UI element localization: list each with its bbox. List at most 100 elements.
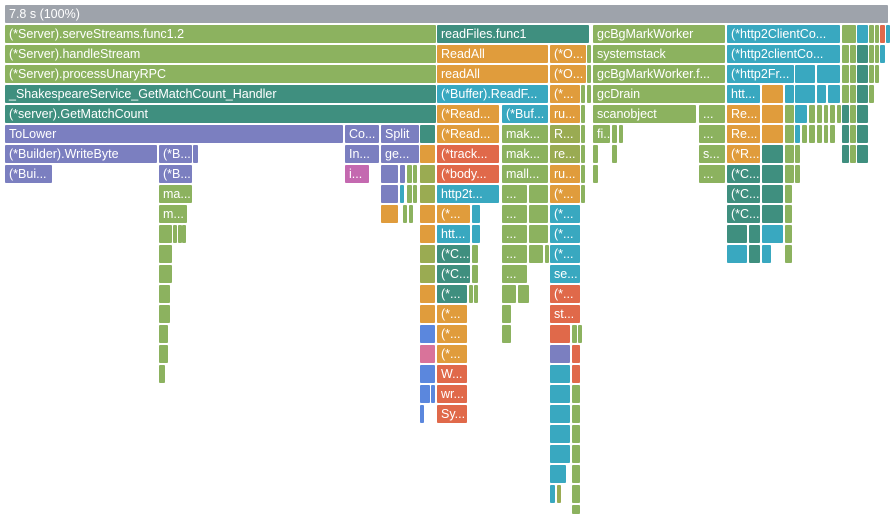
flame-frame[interactable]: (*... (437, 205, 470, 223)
flame-frame[interactable] (578, 325, 582, 343)
flame-frame[interactable] (472, 245, 478, 263)
flame-frame[interactable] (842, 65, 849, 83)
flame-frame[interactable]: ... (502, 225, 527, 243)
flame-frame[interactable]: (*Read... (437, 105, 499, 123)
flame-frame[interactable] (857, 45, 868, 63)
flame-frame[interactable]: (*Bui... (5, 165, 52, 183)
flame-frame[interactable] (472, 205, 480, 223)
flame-frame[interactable] (612, 125, 617, 143)
flame-frame[interactable]: i... (345, 165, 369, 183)
flame-frame[interactable] (469, 285, 473, 303)
flame-frame[interactable] (403, 205, 407, 223)
flame-frame[interactable] (795, 125, 800, 143)
flame-frame[interactable]: Re... (727, 105, 760, 123)
flame-frame[interactable] (880, 25, 885, 43)
flame-frame[interactable] (817, 85, 826, 103)
flame-frame[interactable] (875, 65, 879, 83)
flame-frame[interactable] (842, 145, 849, 163)
flame-frame[interactable] (572, 345, 580, 363)
flame-frame[interactable]: gcBgMarkWorker.f... (593, 65, 725, 83)
flame-frame[interactable] (830, 105, 835, 123)
flame-frame[interactable] (545, 245, 549, 263)
flame-frame[interactable] (182, 225, 186, 243)
flame-frame[interactable]: (*C... (727, 185, 760, 203)
flame-frame[interactable] (431, 385, 435, 403)
flame-frame[interactable] (587, 65, 591, 83)
flame-frame[interactable] (550, 465, 566, 483)
flame-frame[interactable]: (*C... (437, 265, 470, 283)
flame-frame[interactable] (381, 205, 398, 223)
flame-frame[interactable] (587, 45, 591, 63)
flame-frame[interactable]: (*O... (550, 45, 586, 63)
flame-frame[interactable]: _ShakespeareService_GetMatchCount_Handle… (5, 85, 436, 103)
flame-frame[interactable] (869, 65, 874, 83)
flame-frame[interactable]: Sy... (437, 405, 467, 423)
flame-frame[interactable] (875, 45, 879, 63)
flame-frame[interactable]: st... (550, 305, 580, 323)
flame-frame[interactable] (550, 345, 570, 363)
flame-frame[interactable] (869, 25, 874, 43)
flame-frame[interactable] (502, 285, 516, 303)
flame-frame[interactable] (830, 125, 835, 143)
flame-frame[interactable] (420, 165, 435, 183)
flame-frame[interactable] (795, 165, 800, 183)
flame-frame[interactable]: ToLower (5, 125, 343, 143)
flame-frame[interactable] (572, 425, 580, 443)
flame-frame[interactable]: wr... (437, 385, 467, 403)
flame-frame[interactable] (581, 105, 585, 123)
flame-frame[interactable] (875, 25, 879, 43)
flame-frame[interactable]: (*Buffer).ReadF... (437, 85, 548, 103)
flame-frame[interactable]: ge... (381, 145, 419, 163)
flame-frame[interactable] (572, 485, 580, 503)
flame-frame[interactable]: ... (502, 245, 527, 263)
flame-frame[interactable]: m... (159, 205, 187, 223)
flame-frame[interactable]: (*Server).processUnaryRPC (5, 65, 436, 83)
flame-frame[interactable]: (*... (550, 225, 580, 243)
flame-frame[interactable] (817, 65, 840, 83)
flame-frame[interactable] (857, 105, 868, 123)
flame-frame[interactable] (749, 245, 760, 263)
flame-frame[interactable] (400, 165, 405, 183)
flame-frame[interactable]: (*Read... (437, 125, 499, 143)
flame-frame[interactable] (795, 145, 800, 163)
flame-frame[interactable]: http2t... (437, 185, 499, 203)
flame-frame[interactable] (409, 205, 413, 223)
flame-frame[interactable] (785, 105, 794, 123)
flame-frame[interactable] (550, 365, 570, 383)
flame-frame[interactable] (173, 225, 177, 243)
flame-frame[interactable] (159, 305, 170, 323)
flame-frame[interactable] (502, 305, 511, 323)
flame-frame[interactable] (809, 105, 815, 123)
flame-frame[interactable]: (*... (550, 245, 580, 263)
flame-frame[interactable] (842, 85, 849, 103)
flame-frame[interactable] (159, 285, 170, 303)
flame-frame[interactable] (572, 505, 580, 514)
flame-frame[interactable]: (*Buf... (502, 105, 548, 123)
flame-frame[interactable] (550, 325, 570, 343)
flame-frame[interactable] (850, 105, 856, 123)
flame-frame[interactable] (824, 105, 828, 123)
flame-frame[interactable] (581, 125, 585, 143)
flame-frame[interactable] (593, 165, 598, 183)
flame-frame[interactable] (572, 325, 577, 343)
flame-frame[interactable]: ... (699, 165, 725, 183)
flame-frame[interactable] (850, 65, 856, 83)
flame-frame[interactable] (886, 25, 890, 43)
flame-frame[interactable] (785, 165, 794, 183)
flame-frame[interactable]: W... (437, 365, 467, 383)
flame-frame[interactable]: (*... (550, 285, 580, 303)
flame-frame[interactable] (518, 285, 529, 303)
flame-frame[interactable] (474, 285, 478, 303)
flame-frame[interactable] (550, 405, 570, 423)
flame-frame[interactable] (842, 45, 849, 63)
flame-frame[interactable] (400, 185, 404, 203)
flame-frame[interactable]: (*Server).handleStream (5, 45, 436, 63)
flame-frame[interactable] (572, 405, 580, 423)
flame-frame[interactable] (593, 145, 598, 163)
flame-frame[interactable]: readFiles.func1 (437, 25, 589, 43)
flame-frame[interactable]: (*... (550, 205, 580, 223)
flame-frame[interactable] (850, 145, 856, 163)
flame-frame[interactable] (572, 445, 580, 463)
flame-frame[interactable] (850, 85, 856, 103)
